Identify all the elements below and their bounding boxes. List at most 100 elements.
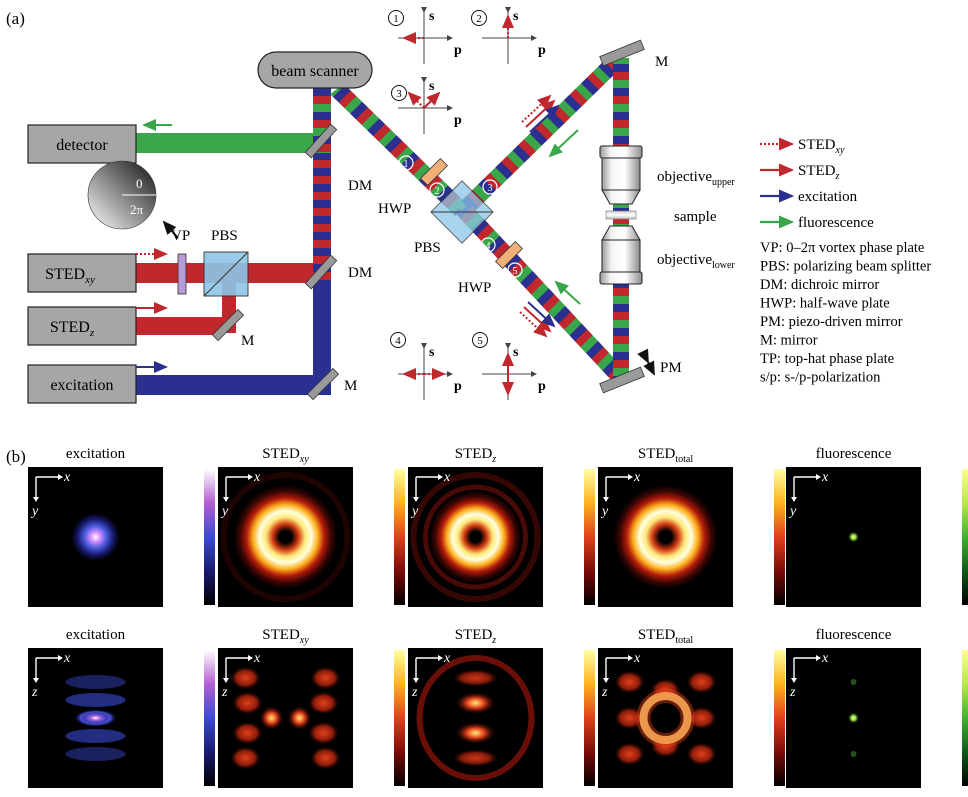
sted-z-label-sub: z [89, 327, 95, 339]
dichroic-mirror-lower [304, 254, 338, 290]
svg-text:STEDxy: STEDxy [45, 266, 95, 286]
pbs-to-piezo-mirror [456, 204, 627, 382]
excitation-label: excitation [50, 377, 113, 394]
axis-h-label-r1-c4: x [633, 470, 641, 485]
combined-beam-lower [313, 153, 331, 280]
dm-upper-label: DM [348, 178, 372, 194]
fluorescence-beam-detector [136, 133, 321, 153]
m-top-label: M [655, 54, 668, 70]
colorbar-r2-c1 [204, 650, 215, 786]
svg-text:STEDz: STEDz [50, 319, 95, 339]
polarization-inset-num-1: 1 [393, 13, 399, 25]
psf-cell-r1-c2: STEDxyxy10Intensity /arb. units [218, 446, 433, 609]
axis-h-label-r1-c1: x [63, 470, 71, 485]
excitation-beam-vertical [313, 280, 331, 395]
sample-slide [605, 210, 637, 220]
polarization-p-label-1: p [454, 43, 462, 58]
pbs-left-label: PBS [211, 228, 238, 244]
axis-v-label-r2-c5: z [789, 685, 796, 700]
axis-v-label-r2-c4: z [601, 685, 608, 700]
dichroic-mirror-upper [304, 123, 338, 159]
legend-label-1: STEDz [798, 163, 840, 182]
objective-lower-sub: lower [712, 260, 735, 271]
hwp-lower [494, 240, 524, 270]
psf-cell-r1-c4: STEDtotalxy10Intensity /arb. units [598, 446, 813, 609]
psf-cell-r1-c1: excitationxy10Intensity /arb. units [28, 446, 243, 609]
abbreviation-1: PBS: polarizing beam splitter [760, 259, 931, 275]
abbreviation-5: M: mirror [760, 333, 818, 349]
abbreviation-7: s/p: s-/p-polarization [760, 370, 881, 386]
abbreviation-3: HWP: half-wave plate [760, 296, 890, 312]
axis-v-label-r1-c2: y [220, 504, 229, 519]
sted-z-beam [136, 317, 222, 335]
psf-title-r1-c2: STEDxy [262, 446, 309, 465]
hwp-lower-label: HWP [458, 280, 491, 296]
axis-v-label-r2-c3: z [411, 685, 418, 700]
axis-h-label-r1-c2: x [253, 470, 261, 485]
objective-lower-label: objective [657, 252, 712, 268]
psf-title-r1-c4: STEDtotal [638, 446, 693, 465]
objective-upper-sub: upper [712, 177, 735, 188]
axis-h-label-r1-c3: x [443, 470, 451, 485]
axis-h-label-r2-c1: x [63, 651, 71, 666]
piezo-motion-arrow [637, 348, 655, 376]
axis-v-label-r1-c1: y [30, 504, 39, 519]
center-pbs [430, 180, 494, 244]
polarization-inset-5: 5sp [472, 332, 546, 400]
psf-title-r1-c1: excitation [66, 446, 126, 462]
beam-marker-4: 4 [486, 241, 491, 252]
polarization-s-label-1: s [429, 9, 435, 24]
psf-title-r2-c4: STEDtotal [638, 627, 693, 646]
axis-h-label-r1-c5: x [821, 470, 829, 485]
beam-marker-3: 3 [488, 183, 493, 194]
svg-text:objectivelower: objectivelower [657, 252, 735, 271]
psf-grid: excitationxy10Intensity /arb. unitsSTEDx… [28, 446, 968, 790]
psf-title-r1-c3: STEDz [455, 446, 497, 465]
psf-title-r2-c1: excitation [66, 627, 126, 643]
m-lower1-label: M [241, 333, 254, 349]
excitation-box: excitation [27, 364, 137, 404]
vortex-phase-plate-icon: 0 2π [87, 160, 179, 239]
abbreviation-0: VP: 0–2π vortex phase plate [760, 240, 924, 256]
colorbar-r2-c5 [962, 650, 968, 786]
psf-cell-r1-c5: fluorescencexy10Intensity /arb. units [786, 446, 968, 607]
vortex-2pi-label: 2π [130, 202, 144, 217]
psf-title-r1-c5: fluorescence [816, 446, 892, 462]
colorbar-r1-c4 [774, 469, 785, 605]
sted-xy-label: STED [45, 266, 85, 283]
beam-marker-5: 5 [513, 266, 518, 277]
axis-v-label-r1-c3: y [410, 504, 419, 519]
sted-z-label: STED [50, 319, 90, 336]
colorbar-r1-c3 [584, 469, 595, 605]
psf-cell-r2-c1: excitationxz10Intensity /arb. units [28, 627, 243, 790]
detector-box: detector [27, 124, 137, 164]
beam-scanner-label: beam scanner [271, 63, 359, 80]
polarization-p-label-5: p [538, 379, 546, 394]
abbreviation-6: TP: top-hat phase plate [760, 351, 894, 367]
objective-lower-icon [599, 225, 643, 285]
polarization-inset-num-4: 4 [395, 335, 401, 347]
axis-h-label-r2-c5: x [821, 651, 829, 666]
polarization-s-label-4: s [429, 345, 435, 360]
objective-upper-icon [599, 145, 643, 205]
legend-label-3: fluorescence [798, 215, 874, 231]
abbreviation-2: DM: dichroic mirror [760, 277, 879, 293]
sample-label: sample [674, 209, 717, 225]
axis-v-label-r1-c4: y [600, 504, 609, 519]
sted-xy-box: STEDxy [27, 253, 137, 293]
colorbar-r2-c2 [394, 650, 405, 786]
mirror-top [599, 39, 645, 67]
axis-v-label-r2-c2: z [221, 685, 228, 700]
polarization-inset-num-2: 2 [476, 13, 482, 25]
detector-label: detector [56, 137, 108, 154]
psf-cell-r2-c2: STEDxyxz10Intensity /arb. units [218, 627, 433, 790]
axis-h-label-r2-c4: x [633, 651, 641, 666]
axis-h-label-r2-c2: x [253, 651, 261, 666]
polarization-p-label-4: p [454, 379, 462, 394]
beam-direction-arrows [519, 94, 581, 338]
